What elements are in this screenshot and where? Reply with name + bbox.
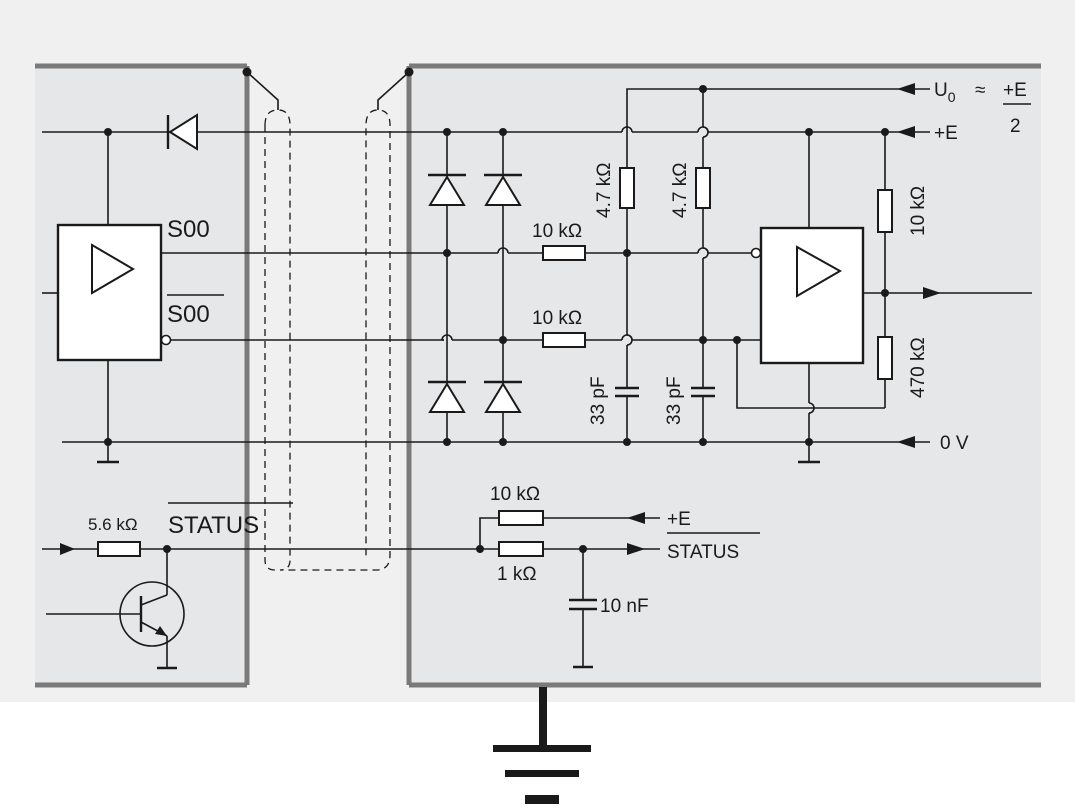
s00-label: S00 [167,216,210,243]
chassis-ground [493,687,591,804]
c-33p-b-label: 33 pF [664,376,685,425]
zero-v-label: 0 V [940,433,969,454]
r-5k6-label: 5.6 kΩ [88,515,138,534]
c-33p-a-label: 33 pF [588,376,609,425]
c-10n-label: 10 nF [600,596,649,617]
plus-e-line [409,126,930,138]
r-4k7-a-label: 4.7 kΩ [594,163,615,218]
status-right-label: STATUS [667,542,739,563]
series-diode [166,113,198,151]
u0-line [626,83,930,162]
approx-symbol: ≈ [975,80,985,101]
right-panel [409,66,1041,685]
r-10k-status-label: 10 kΩ [490,484,540,505]
s00-bar-label: S00 [167,301,210,328]
s00-receiver-line [444,245,762,261]
zero-v-input [897,436,930,448]
r-10k-b-label: 10 kΩ [532,308,582,329]
left-supply-line [42,128,409,225]
left-panel-border [35,63,250,688]
u0-label: U0 [934,80,956,105]
plus-e-top-label: +E [934,123,958,144]
r-10k-a-label: 10 kΩ [532,221,582,242]
r-1k-label: 1 kΩ [497,564,537,585]
plus-e-status-label: +E [667,509,691,530]
cable-shield [242,67,414,571]
left-ground-line [62,438,900,464]
clamp-diodes [428,132,522,446]
line-receiver-right [736,132,1032,464]
line-driver-left [42,223,163,442]
r-4k7-b-label: 4.7 kΩ [670,163,691,218]
e-half-numerator: +E [1003,80,1027,101]
status-output-left [42,541,480,670]
status-left-label: STATUS [168,512,259,539]
inverter-bubble-left [160,334,172,346]
r-470k-label: 470 kΩ [908,337,929,398]
r-10k-right-label: 10 kΩ [908,186,929,236]
status-right-network [476,510,660,669]
left-panel [35,66,247,685]
bias-network [615,89,715,446]
e-half-denominator: 2 [1010,116,1021,137]
right-panel-border [406,63,1041,688]
